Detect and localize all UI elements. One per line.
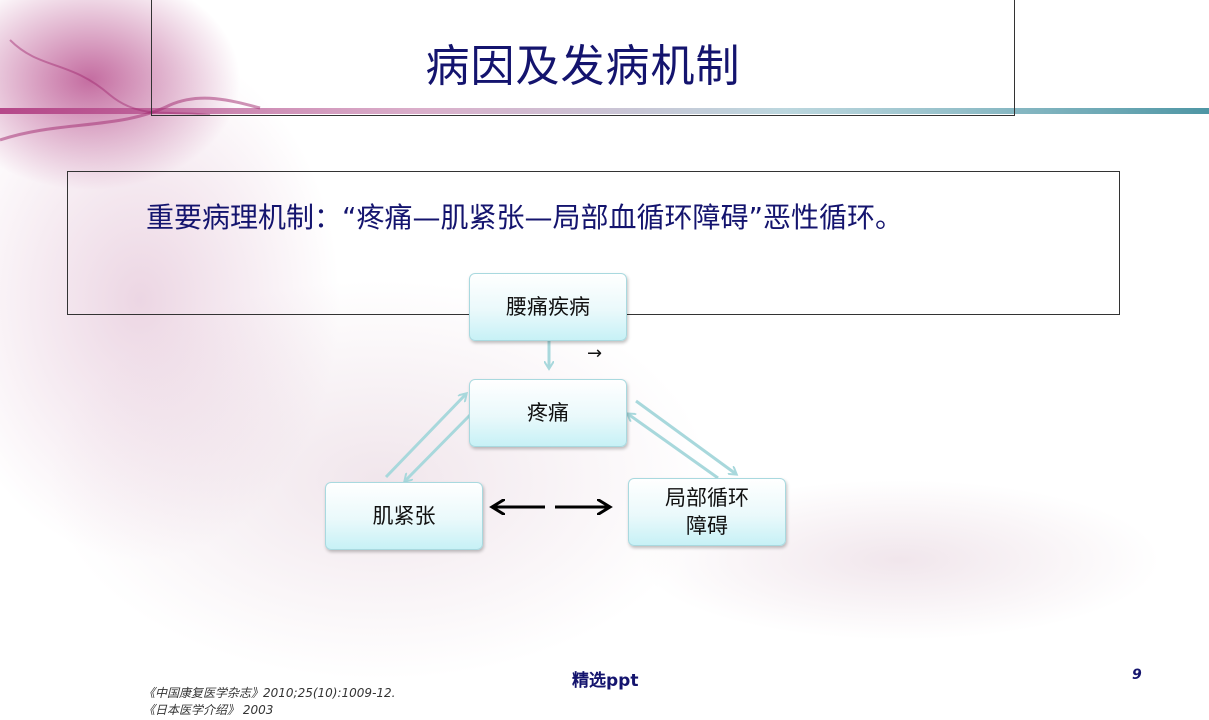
page-number: 9 [1132,667,1142,683]
reference-2: 《日本医学介绍》 2003 [143,703,274,717]
node-circulation-label-line2: 障碍 [686,514,728,538]
side-arrow-glyph: → [587,343,603,364]
title-box: 病因及发病机制 [151,0,1015,116]
node-muscle-tension-label: 肌紧张 [372,504,436,528]
node-circulation-label-line1: 局部循环 [665,486,749,510]
node-lumbar-disease: 腰痛疾病 [469,273,627,341]
node-pain-label: 疼痛 [527,401,569,425]
slide-title: 病因及发病机制 [425,41,741,92]
node-lumbar-disease-label: 腰痛疾病 [506,295,590,319]
node-local-circulation: 局部循环 障碍 [628,478,786,546]
node-pain: 疼痛 [469,379,627,447]
reference-1: 《中国康复医学杂志》2010;25(10):1009-12. [143,686,396,700]
mechanism-text: 重要病理机制：“疼痛—肌紧张—局部血循环障碍”恶性循环。 [146,201,904,234]
node-muscle-tension: 肌紧张 [325,482,483,550]
footer-label: 精选ppt [572,671,639,691]
